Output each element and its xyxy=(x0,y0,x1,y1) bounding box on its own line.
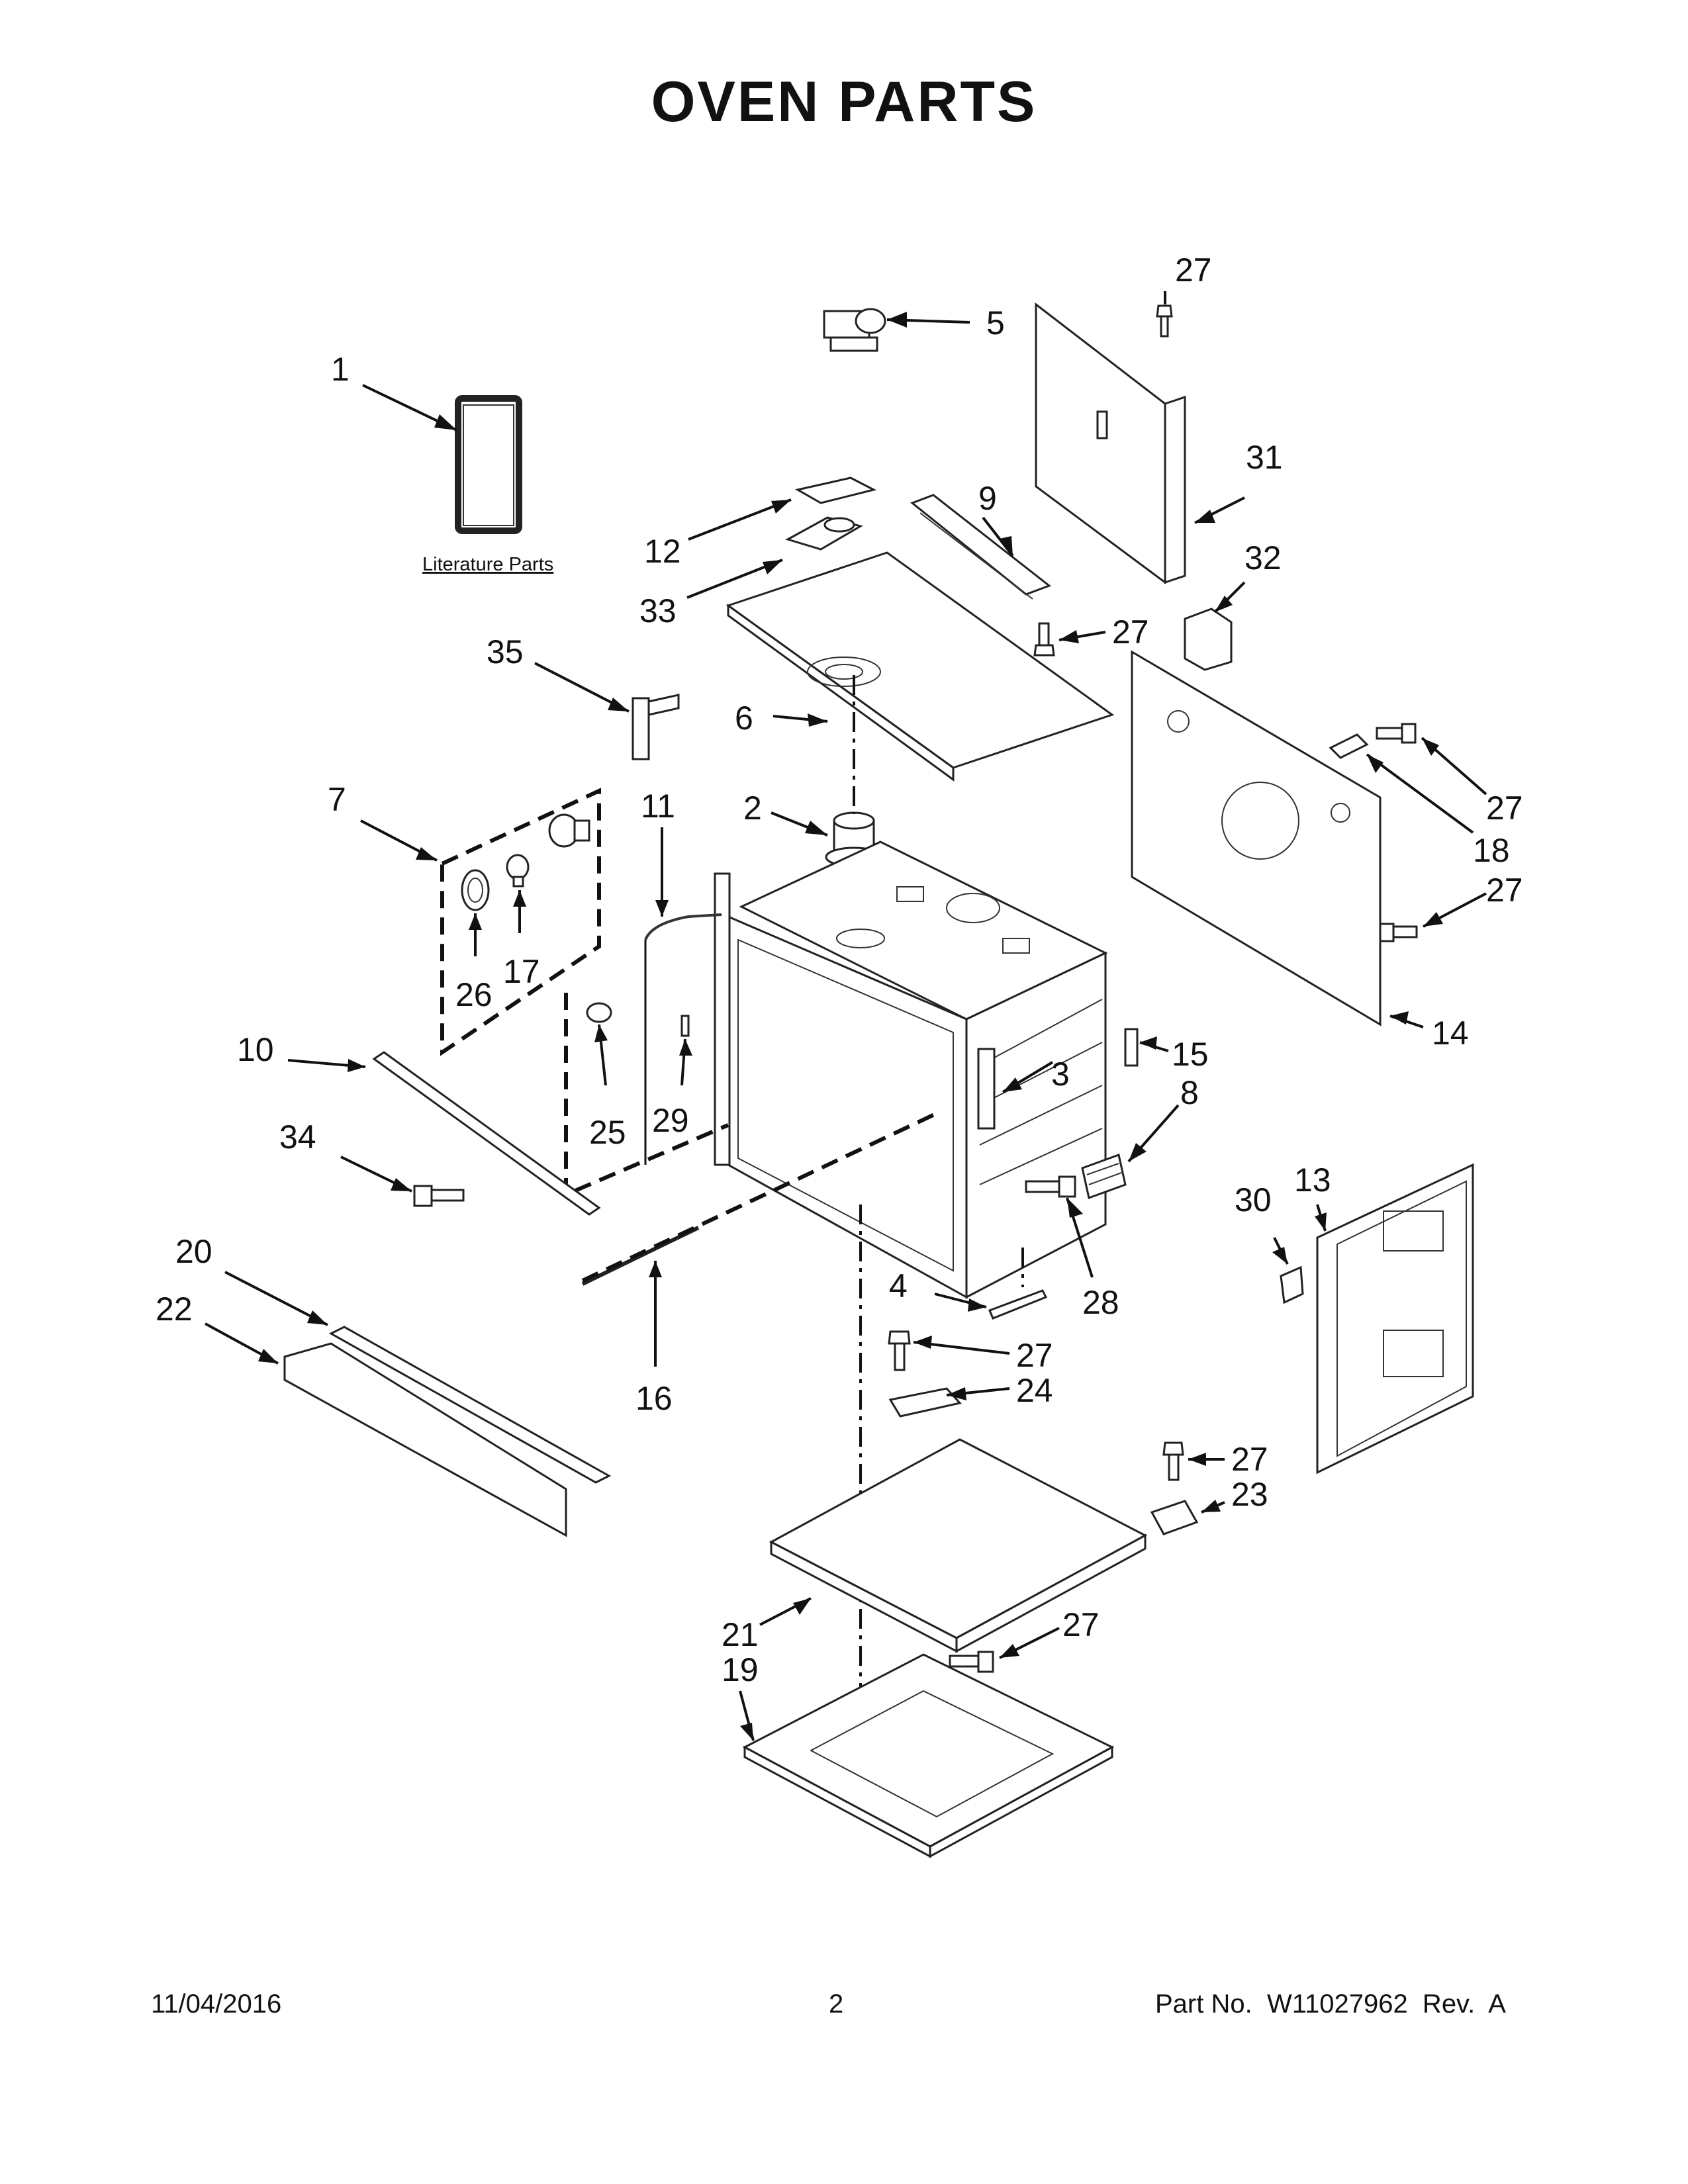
callout-21: 21 xyxy=(722,1616,759,1653)
part-8-vent-grille[interactable] xyxy=(1081,1154,1127,1199)
part-27-screw-bottom[interactable] xyxy=(949,1651,994,1673)
part-27-screw-right[interactable] xyxy=(1162,1441,1184,1481)
callout-6: 6 xyxy=(735,700,753,737)
callout-27-rear-2: 27 xyxy=(1486,872,1523,909)
callout-11: 11 xyxy=(641,788,675,825)
part-12-plate[interactable] xyxy=(794,477,877,504)
part-3-bracket[interactable] xyxy=(977,1048,996,1130)
part-29-screw[interactable] xyxy=(680,1015,690,1037)
part-20-side-trim[interactable] xyxy=(328,1326,612,1484)
callout-31: 31 xyxy=(1246,439,1283,476)
callout-3: 3 xyxy=(1051,1056,1070,1093)
callout-27-top: 27 xyxy=(1175,251,1212,289)
part-7-group-outline xyxy=(440,788,601,1056)
callout-8: 8 xyxy=(1180,1074,1199,1111)
footer-date: 11/04/2016 xyxy=(151,1989,282,2019)
part-23-clip[interactable] xyxy=(1150,1500,1199,1535)
callout-35: 35 xyxy=(487,633,524,670)
part-34-screw[interactable] xyxy=(413,1185,465,1207)
callout-23: 23 xyxy=(1231,1476,1268,1513)
page-title: OVEN PARTS xyxy=(651,70,1037,134)
callout-27-lower: 27 xyxy=(1016,1337,1053,1374)
callout-18: 18 xyxy=(1473,832,1510,869)
callout-16: 16 xyxy=(635,1380,673,1417)
part-26-socket[interactable] xyxy=(461,869,490,911)
callout-28: 28 xyxy=(1082,1284,1119,1321)
part-16-hinge-rod[interactable] xyxy=(581,1226,700,1286)
callout-2: 2 xyxy=(743,790,762,827)
part-21-bottom-panel[interactable] xyxy=(769,1438,1148,1653)
part-10-trim[interactable] xyxy=(372,1051,601,1216)
part-32-terminal-block[interactable] xyxy=(1184,608,1233,671)
callout-33: 33 xyxy=(639,592,677,629)
callout-32: 32 xyxy=(1244,539,1282,576)
callout-20: 20 xyxy=(175,1233,212,1270)
callout-7: 7 xyxy=(328,781,346,818)
part-27-screw-top[interactable] xyxy=(1156,304,1173,338)
callout-24: 24 xyxy=(1016,1372,1053,1409)
part-13-side-panel[interactable] xyxy=(1316,1163,1474,1475)
part-27-screw-rear-2[interactable] xyxy=(1379,923,1418,942)
footer-part-number: Part No. W11027962 Rev. A xyxy=(1155,1989,1506,2019)
part-24-bracket[interactable] xyxy=(888,1387,962,1418)
callout-4: 4 xyxy=(889,1267,908,1304)
part-9-bracket[interactable] xyxy=(910,494,1052,600)
part-19-floor-pan[interactable] xyxy=(742,1653,1115,1858)
part-27-screw-mid[interactable] xyxy=(1033,622,1055,657)
part-33-mount[interactable] xyxy=(785,516,863,551)
callout-27-bottom: 27 xyxy=(1062,1606,1100,1643)
callout-27-rear-1: 27 xyxy=(1486,790,1523,827)
part-28-screw[interactable] xyxy=(1025,1175,1076,1198)
callout-30: 30 xyxy=(1235,1181,1272,1218)
callout-29: 29 xyxy=(652,1102,689,1139)
part-5-switch[interactable] xyxy=(823,308,886,352)
callout-17: 17 xyxy=(503,953,540,990)
callout-13: 13 xyxy=(1294,1161,1331,1199)
callout-27-mid: 27 xyxy=(1112,614,1149,651)
callout-22: 22 xyxy=(156,1291,193,1328)
part-17-lamp-bulb[interactable] xyxy=(506,854,530,887)
callout-5: 5 xyxy=(986,304,1005,341)
part-15-latch[interactable] xyxy=(1124,1028,1139,1067)
part-6-top-panel[interactable] xyxy=(726,551,1115,782)
part-31-top-cover[interactable] xyxy=(1035,302,1186,584)
part-30-clip[interactable] xyxy=(1280,1265,1304,1304)
literature-parts-label: Literature Parts xyxy=(422,554,553,575)
part-27-screw-lower[interactable] xyxy=(888,1330,911,1371)
callout-15: 15 xyxy=(1172,1036,1209,1073)
callout-19: 19 xyxy=(722,1651,759,1688)
callout-9: 9 xyxy=(978,480,997,517)
part-35-bracket[interactable] xyxy=(632,694,680,760)
part-4-bracket[interactable] xyxy=(988,1289,1048,1320)
footer-page-number: 2 xyxy=(829,1989,844,2019)
callout-26: 26 xyxy=(455,976,492,1013)
part-27-screw-rear-1[interactable] xyxy=(1376,723,1417,744)
oven-cavity[interactable] xyxy=(714,841,1108,1299)
part-18-sensor[interactable] xyxy=(1329,733,1369,759)
part-25-bumper[interactable] xyxy=(586,1002,612,1023)
part-22-side-panel[interactable] xyxy=(283,1342,567,1537)
callout-34: 34 xyxy=(279,1118,316,1156)
callout-12: 12 xyxy=(644,533,681,570)
callout-25: 25 xyxy=(589,1114,626,1151)
callout-1: 1 xyxy=(331,351,350,388)
part-lamp-housing[interactable] xyxy=(548,813,590,848)
callout-14: 14 xyxy=(1432,1015,1469,1052)
part-1-literature[interactable] xyxy=(455,395,522,534)
callout-27-right: 27 xyxy=(1231,1441,1268,1478)
callout-10: 10 xyxy=(237,1031,274,1068)
part-14-rear-panel[interactable] xyxy=(1131,650,1382,1026)
